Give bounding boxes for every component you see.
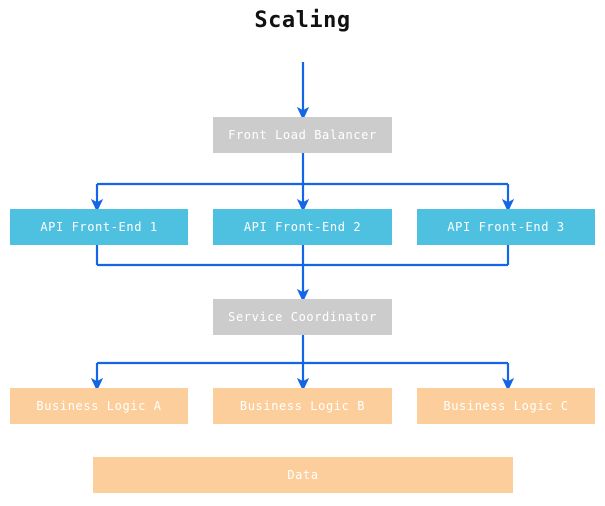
node-label: Front Load Balancer [228,128,377,142]
node-label: API Front-End 2 [243,220,362,234]
node-data[interactable]: Data [93,457,513,493]
node-service-coordinator[interactable]: Service Coordinator [213,299,392,335]
node-front-load-balancer[interactable]: Front Load Balancer [213,117,392,153]
node-label: Business Logic B [239,399,366,413]
node-label: Data [287,468,319,482]
node-api-front-end-2[interactable]: API Front-End 2 [213,209,392,245]
node-label: Business Logic C [443,399,569,413]
node-label: API Front-End 1 [40,220,158,234]
diagram-title: Scaling [254,8,351,33]
node-business-logic-c[interactable]: Business Logic C [417,388,595,424]
node-api-front-end-3[interactable]: API Front-End 3 [417,209,595,245]
node-label: Service Coordinator [228,310,377,324]
node-label: Business Logic A [36,399,162,413]
node-business-logic-a[interactable]: Business Logic A [10,388,188,424]
node-api-front-end-1[interactable]: API Front-End 1 [10,209,188,245]
node-business-logic-b[interactable]: Business Logic B [213,388,392,424]
node-label: API Front-End 3 [447,220,565,234]
